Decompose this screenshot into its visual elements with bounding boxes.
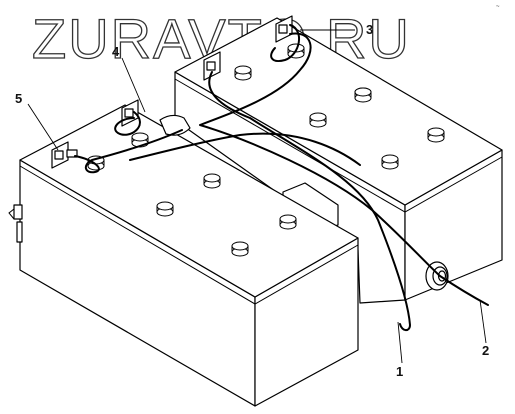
callout-1: 1 <box>396 364 403 379</box>
front-battery-lid <box>19 104 359 298</box>
front-battery-caps <box>87 132 297 257</box>
cable-1 <box>208 71 411 332</box>
callout-4: 4 <box>112 44 120 59</box>
cable-front-to-rear <box>129 132 361 166</box>
rear-battery-lid <box>174 17 503 206</box>
cable-4 <box>114 111 141 136</box>
corner-mark: ~ <box>496 4 500 10</box>
callout-leaders <box>27 29 487 364</box>
callout-3: 3 <box>366 22 373 37</box>
front-battery <box>8 99 359 407</box>
cables <box>74 24 489 332</box>
rear-battery-caps <box>234 43 445 170</box>
callout-5: 5 <box>15 91 22 106</box>
callout-2: 2 <box>482 343 489 358</box>
battery-handle <box>8 204 23 243</box>
cable-5 <box>74 129 183 174</box>
rear-battery <box>174 15 503 304</box>
front-battery-terminal-clamp-5 <box>51 141 78 169</box>
cable-2 <box>199 32 489 306</box>
cable-3 <box>270 24 300 62</box>
rear-battery-terminal-clamp-left <box>203 51 221 81</box>
